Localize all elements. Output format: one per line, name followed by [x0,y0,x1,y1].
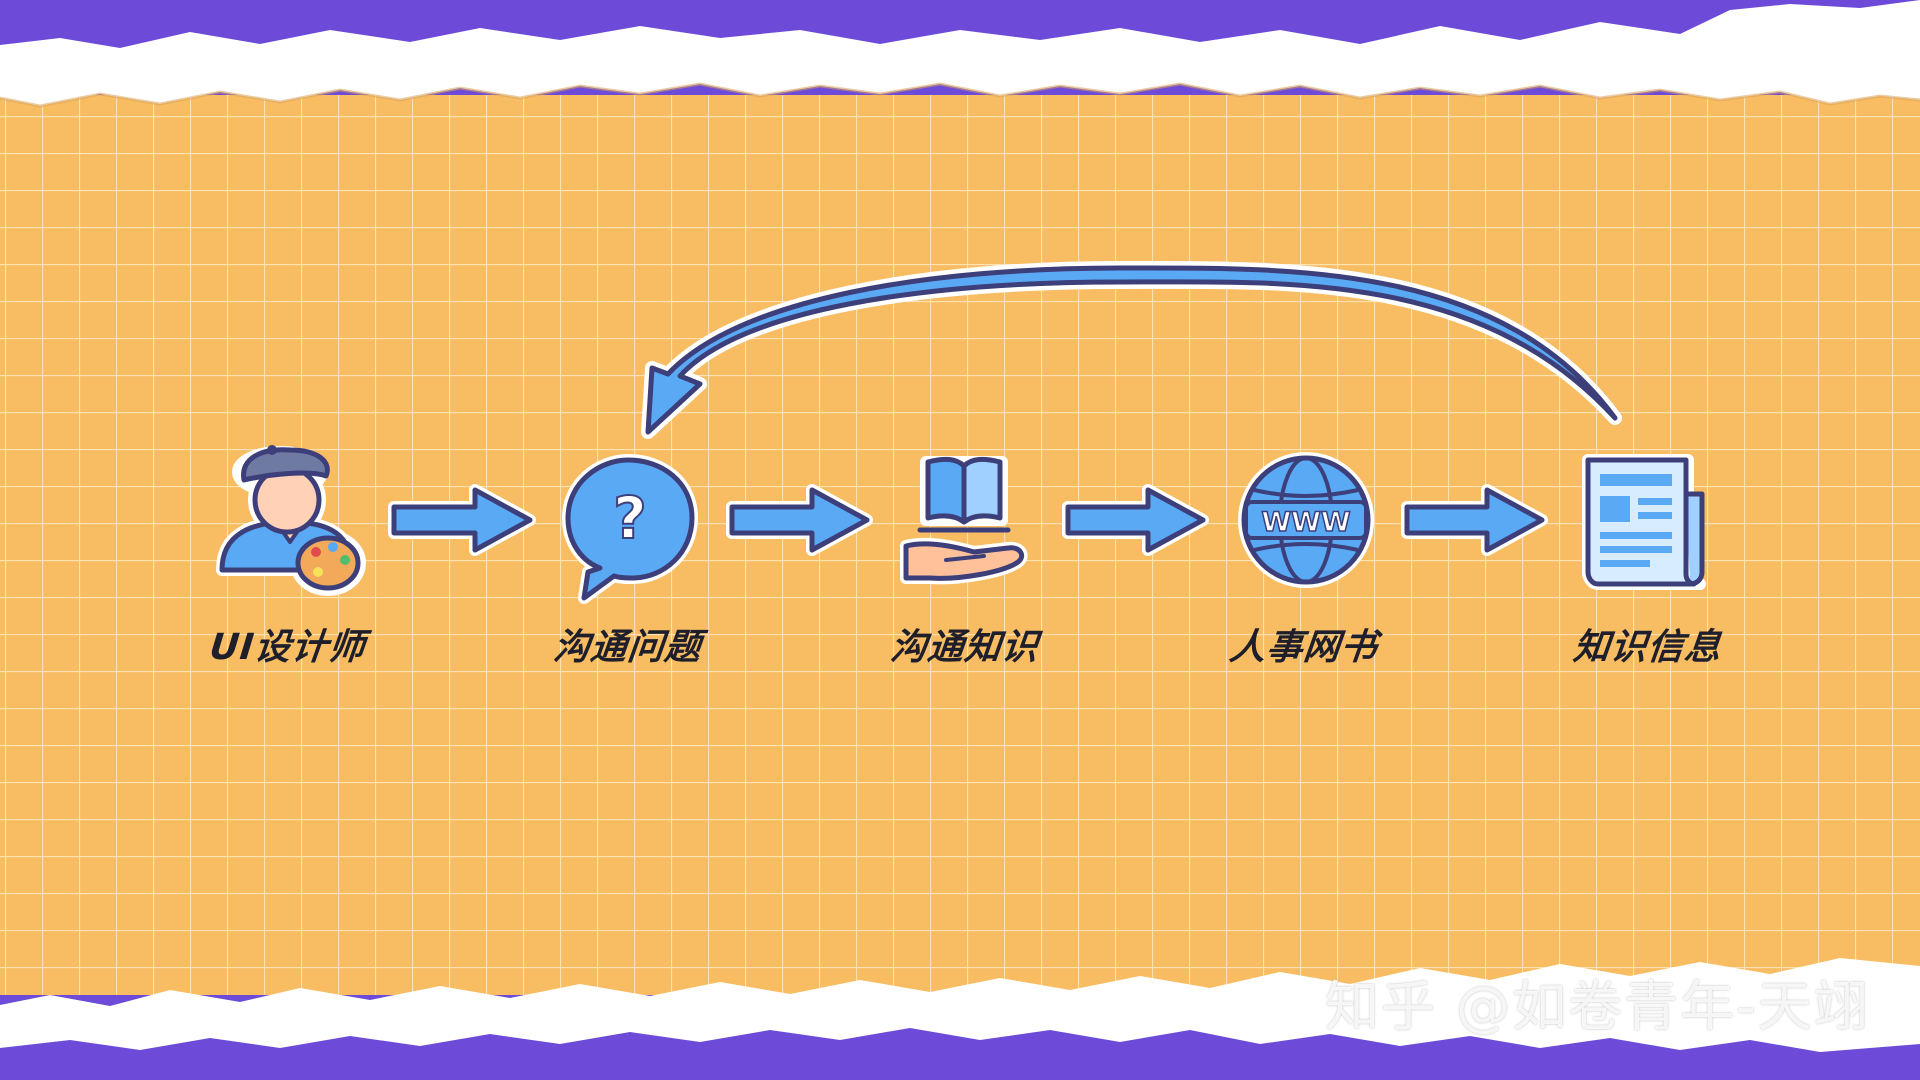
globe-www-text: WWW [1261,507,1350,538]
step-label-knowledge-info: 知识信息 [1571,627,1724,668]
arrow-1-to-2 [388,484,536,556]
step-label-communication-issue: 沟通问题 [551,627,704,668]
curved-return-arrow [641,260,1622,439]
question-mark: ? [613,484,647,552]
arrow-3-to-4 [1062,484,1209,556]
watermark: 知乎 @如卷青年-天翊 [1325,975,1870,1038]
top-torn-shadow [0,82,1920,108]
step-label-hr-web-book: 人事网书 [1227,627,1380,668]
arrow-4-to-5 [1401,484,1548,556]
question-speech-bubble-icon: ? [562,454,698,604]
bottom-purple-band [0,1028,1920,1080]
step-label-ui-designer: UI设计师 [207,627,368,668]
artist-with-palette-icon [216,445,366,596]
book-on-hand-icon [900,456,1028,585]
newspaper-document-icon [1582,454,1706,590]
top-torn-edge [0,0,1920,106]
www-globe-icon: WWW [1238,452,1374,588]
arrow-2-to-3 [726,484,873,556]
step-label-communication-knowledge: 沟通知识 [888,627,1041,668]
